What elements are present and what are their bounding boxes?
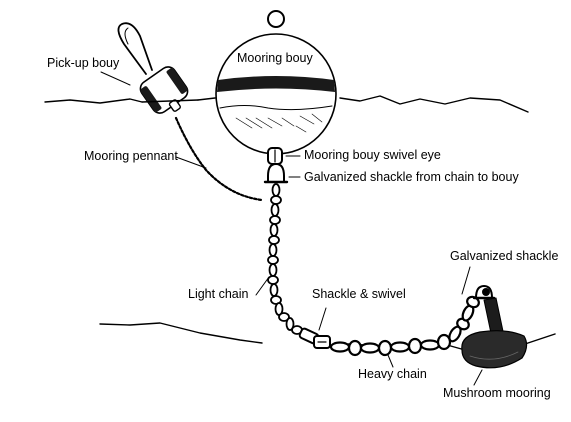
mooring-buoy-ring [267, 10, 285, 28]
label-shackle-swivel: Shackle & swivel [312, 287, 406, 301]
label-mooring-pennant: Mooring pennant [84, 149, 178, 163]
buoy-swivel-eye [267, 147, 283, 165]
label-swivel-eye: Mooring bouy swivel eye [304, 148, 441, 162]
heavy-chain [329, 295, 480, 357]
mushroom-shackle [472, 285, 496, 300]
mushroom-anchor [461, 297, 528, 369]
label-pickup-buoy: Pick-up bouy [47, 56, 120, 70]
water-surface-mid [141, 99, 199, 103]
label-galvanized-shackle-chain: Galvanized shackle from chain to bouy [304, 170, 519, 184]
shackle-and-swivel [298, 327, 331, 349]
mooring-buoy-waterline [219, 105, 333, 111]
mooring-buoy-band [217, 76, 335, 92]
light-chain [267, 183, 303, 335]
water-surface [44, 95, 529, 113]
buoy-shackle [263, 163, 289, 184]
mooring-buoy-shading [235, 113, 323, 133]
pickup-buoy-loop [117, 22, 153, 75]
label-light-chain: Light chain [188, 287, 249, 301]
label-heavy-chain: Heavy chain [358, 367, 427, 381]
label-galvanized-shackle: Galvanized shackle [450, 249, 558, 263]
label-mooring-buoy: Mooring bouy [237, 51, 313, 65]
mooring-pennant [174, 116, 264, 202]
pickup-buoy [117, 22, 189, 114]
leader-lines [100, 71, 483, 386]
mooring-buoy [215, 10, 337, 155]
mushroom-cap [461, 330, 528, 369]
label-mushroom-mooring: Mushroom mooring [443, 386, 551, 400]
